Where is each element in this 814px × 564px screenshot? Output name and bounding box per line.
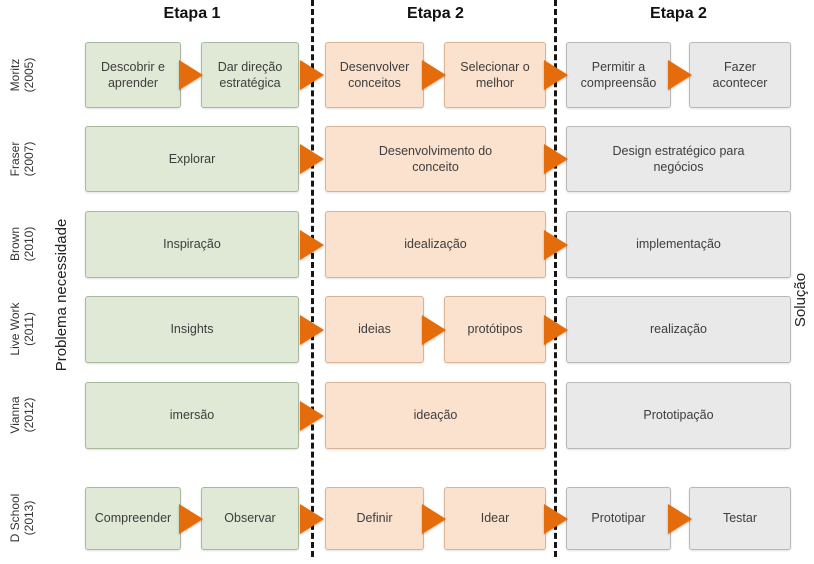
- row-live-work: Insights ideias protótipos realização: [85, 296, 791, 363]
- stage-gap: [299, 487, 325, 550]
- box-selecionar-o-melhor: Selecionar o melhor: [444, 42, 546, 108]
- flow-arrow-icon: [300, 60, 324, 90]
- row-fraser: Explorar Desenvolvimento do conceito Des…: [85, 126, 791, 192]
- column-header-etapa-2: Etapa 2: [407, 5, 464, 22]
- flow-arrow-icon: [544, 229, 568, 260]
- box-realizacao: realização: [566, 296, 791, 363]
- box-idear: Idear: [444, 487, 546, 550]
- flow-arrow-icon: [422, 60, 446, 90]
- stage-gap: [422, 42, 446, 108]
- stage-gap: [544, 126, 568, 192]
- row-moritz: Descobrir e aprender Dar direção estraté…: [85, 42, 791, 108]
- stage-gap: [544, 211, 568, 278]
- author-year: (2005): [22, 57, 36, 93]
- stage-gap: [299, 382, 325, 449]
- left-axis-label: Problema necessidade: [53, 218, 70, 372]
- stage-divider-1: [311, 0, 314, 557]
- box-prototipar: Prototipar: [566, 487, 671, 550]
- flow-arrow-icon: [422, 503, 446, 534]
- flow-arrow-icon: [668, 60, 692, 90]
- author-year: (2007): [22, 141, 36, 177]
- author-name: D School: [8, 493, 22, 543]
- row-d-school: Compreender Observar Definir Idear Proto…: [85, 487, 791, 550]
- stage-gap: [179, 487, 203, 550]
- box-explorar: Explorar: [85, 126, 299, 192]
- stage-gap: [422, 296, 446, 363]
- column-header-etapa-3: Etapa 2: [650, 5, 707, 22]
- flow-arrow-icon: [422, 314, 446, 345]
- row-label-live-work: Live Work (2011): [8, 285, 36, 373]
- box-fazer-acontecer: Fazer acontecer: [689, 42, 791, 108]
- stage-gap: [299, 42, 325, 108]
- flow-arrow-icon: [668, 503, 692, 534]
- box-imersao: imersão: [85, 382, 299, 449]
- box-compreender: Compreender: [85, 487, 181, 550]
- column-header-etapa-1: Etapa 1: [163, 5, 221, 22]
- row-label-vianna: Vianna (2012): [8, 371, 36, 459]
- flow-arrow-icon: [300, 314, 324, 345]
- row-vianna: imersão ideação Prototipação: [85, 382, 791, 449]
- stage-gap: [179, 42, 203, 108]
- flow-arrow-icon: [544, 314, 568, 345]
- box-design-estrategico-para-negocios: Design estratégico para negócios: [566, 126, 791, 192]
- box-desenvolvimento-do-conceito: Desenvolvimento do conceito: [325, 126, 546, 192]
- author-year: (2010): [22, 226, 36, 262]
- author-name: Moritz: [8, 58, 22, 92]
- box-prototipacao: Prototipação: [566, 382, 791, 449]
- author-name: Fraser: [8, 141, 22, 177]
- box-permitir-a-compreensao: Permitir a compreensão: [566, 42, 671, 108]
- flow-arrow-icon: [300, 400, 324, 431]
- box-implementacao: implementação: [566, 211, 791, 278]
- author-year: (2012): [22, 397, 36, 433]
- flow-arrow-icon: [179, 60, 203, 90]
- box-dar-direcao-estrategica: Dar direção estratégica: [201, 42, 299, 108]
- box-ideias: ideias: [325, 296, 424, 363]
- box-testar: Testar: [689, 487, 791, 550]
- box-inspiracao: Inspiração: [85, 211, 299, 278]
- box-idealizacao: idealização: [325, 211, 546, 278]
- stage-gap: [299, 296, 325, 363]
- flow-arrow-icon: [300, 503, 324, 534]
- stage-gap: [422, 487, 446, 550]
- right-axis-label: Solução: [792, 272, 809, 328]
- box-prototipos: protótipos: [444, 296, 546, 363]
- stage-gap: [299, 126, 325, 192]
- author-year: (2011): [22, 312, 36, 346]
- author-name: Brown: [8, 227, 22, 262]
- row-label-moritz: Moritz (2005): [8, 31, 36, 119]
- row-brown: Inspiração idealização implementação: [85, 211, 791, 278]
- row-label-fraser: Fraser (2007): [8, 115, 36, 203]
- box-ideacao: ideação: [325, 382, 546, 449]
- row-label-brown: Brown (2010): [8, 200, 36, 288]
- flow-arrow-icon: [544, 144, 568, 174]
- box-desenvolver-conceitos: Desenvolver conceitos: [325, 42, 424, 108]
- stage-gap: [668, 487, 692, 550]
- stage-divider-2: [554, 0, 557, 557]
- author-name: Live Work: [8, 302, 22, 356]
- stage-gap: [546, 382, 566, 449]
- flow-arrow-icon: [544, 60, 568, 90]
- row-label-d-school: D School (2013): [8, 474, 36, 562]
- flow-arrow-icon: [179, 503, 203, 534]
- box-definir: Definir: [325, 487, 424, 550]
- stage-gap: [544, 42, 568, 108]
- author-name: Vianna: [8, 396, 22, 434]
- box-descobrir-e-aprender: Descobrir e aprender: [85, 42, 181, 108]
- stage-gap: [299, 211, 325, 278]
- stage-gap: [544, 296, 568, 363]
- box-insights: Insights: [85, 296, 299, 363]
- author-year: (2013): [22, 500, 36, 536]
- stage-gap: [544, 487, 568, 550]
- flow-arrow-icon: [544, 503, 568, 534]
- box-observar: Observar: [201, 487, 299, 550]
- flow-arrow-icon: [300, 229, 324, 260]
- stage-gap: [668, 42, 692, 108]
- flow-arrow-icon: [300, 144, 324, 174]
